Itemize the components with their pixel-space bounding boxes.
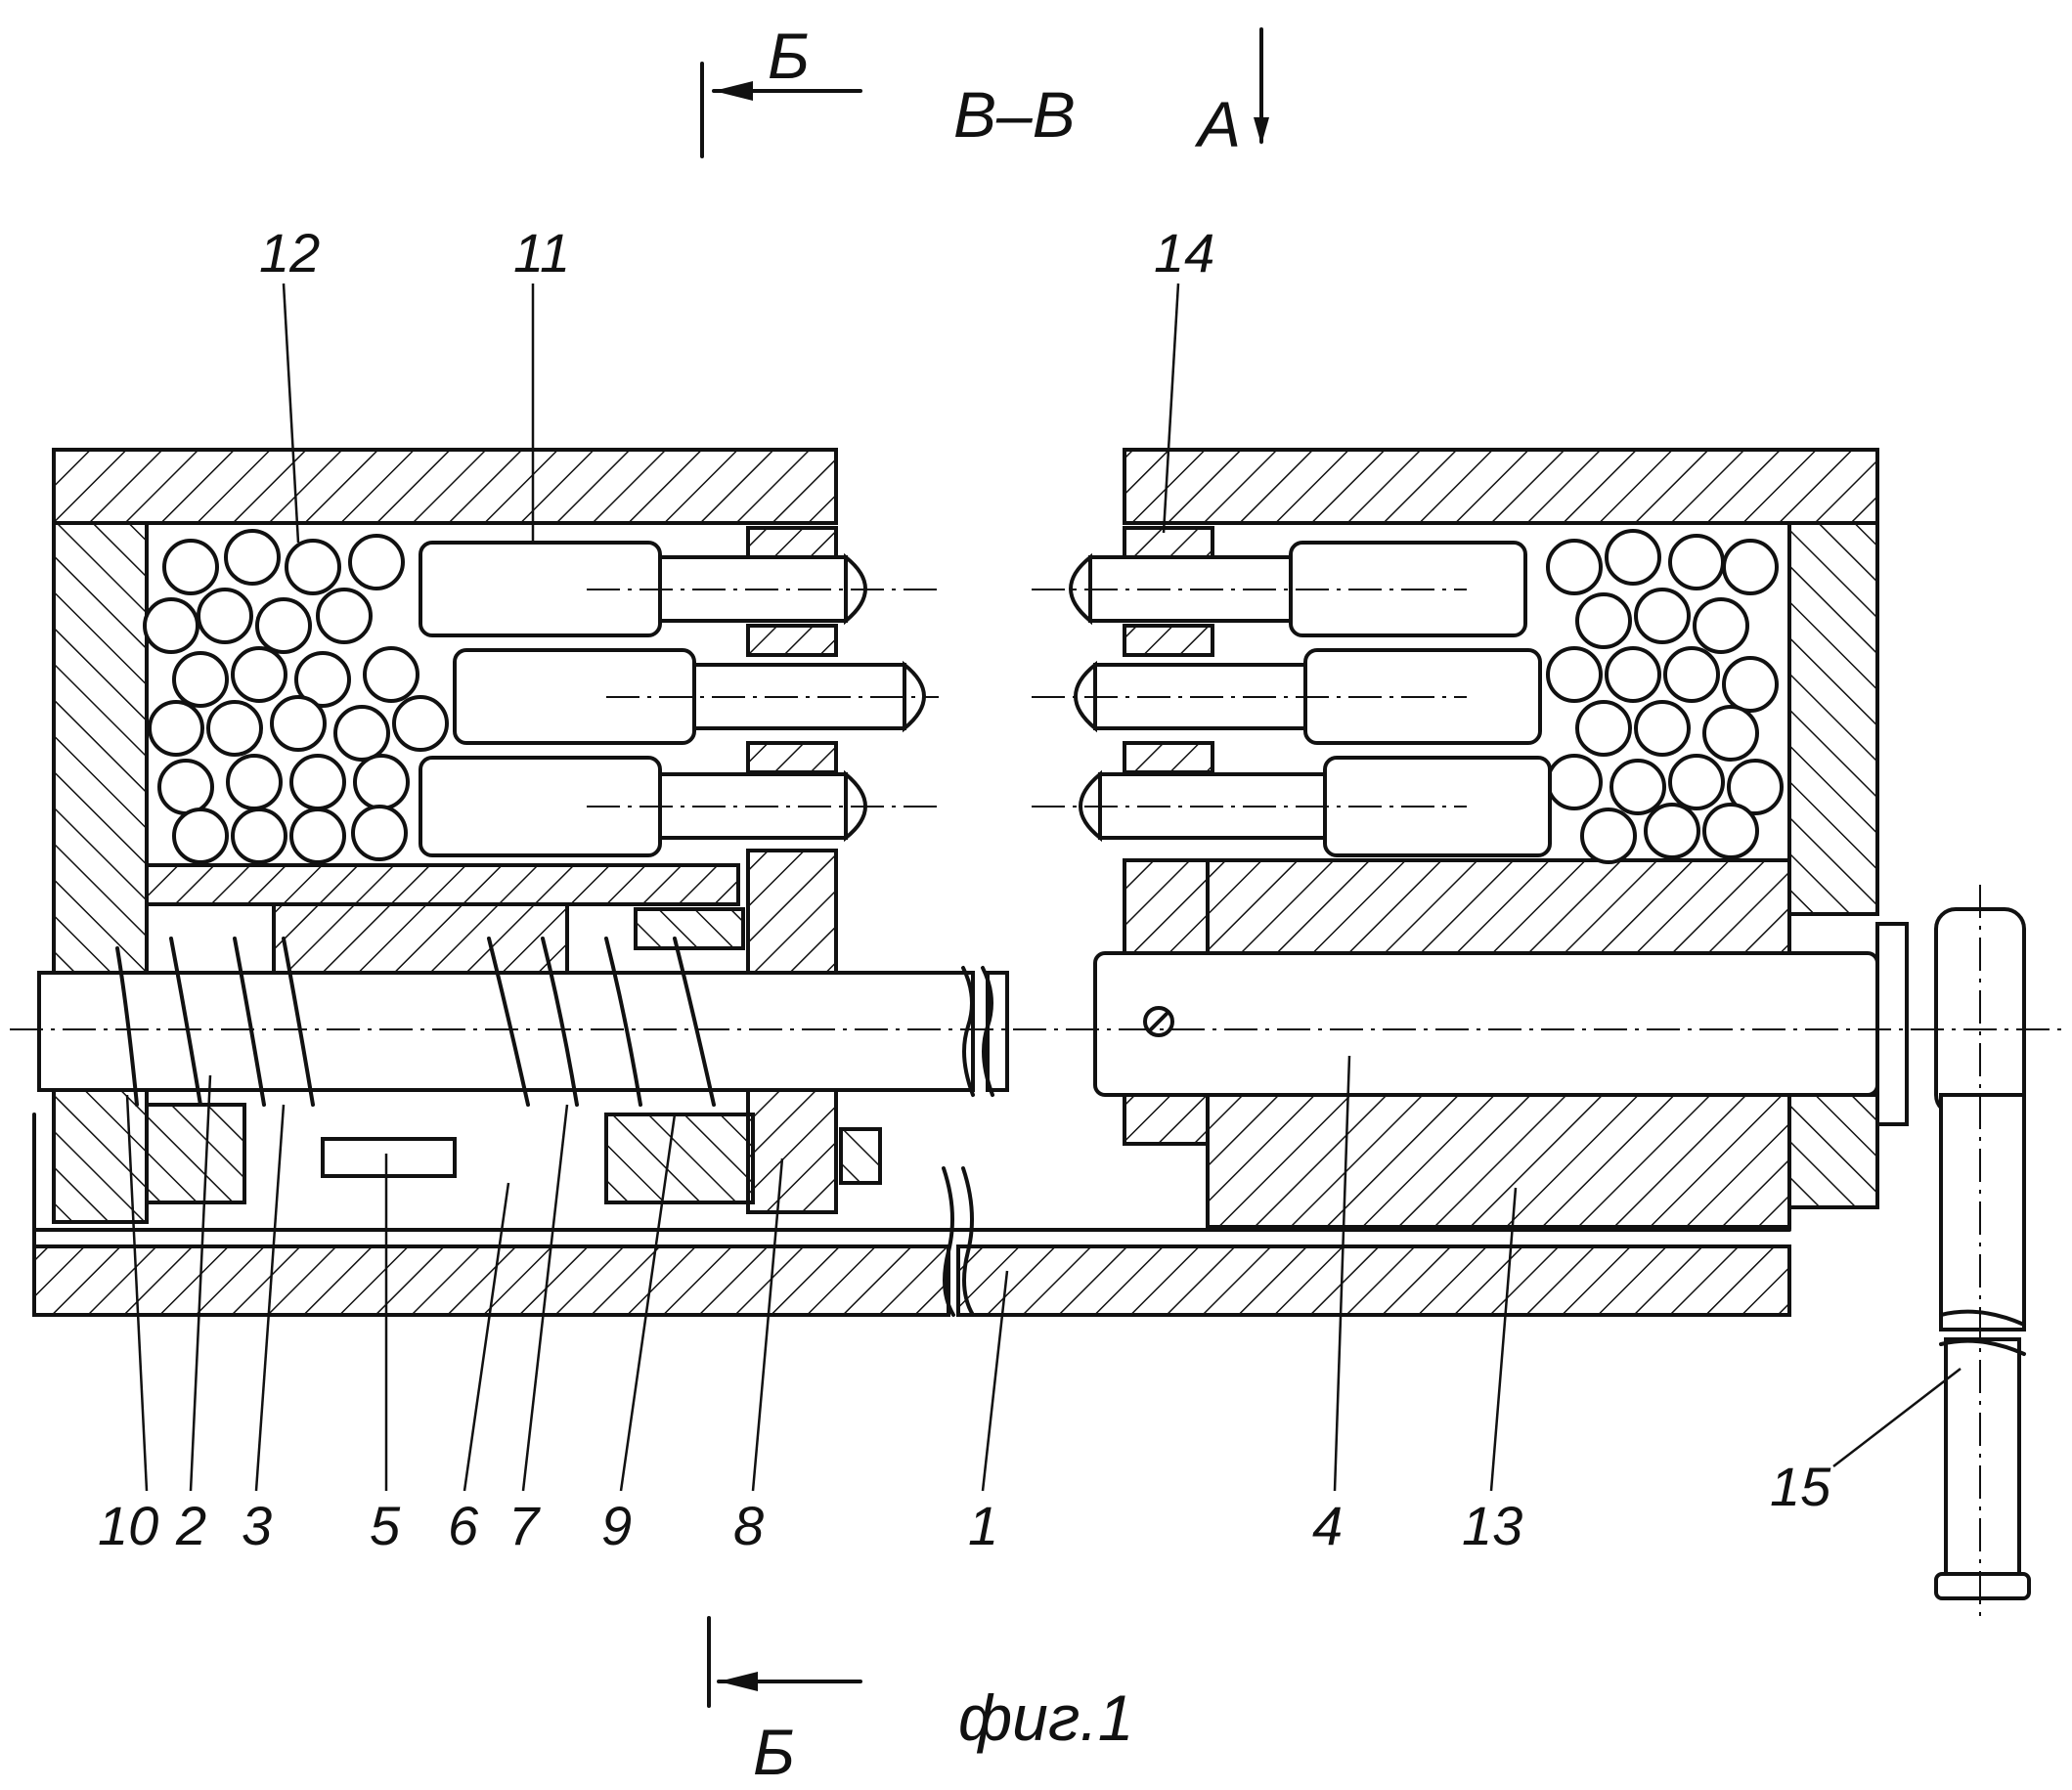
part-label-2: 2	[175, 1495, 206, 1556]
part-label-12: 12	[259, 222, 320, 284]
part-label-14: 14	[1154, 222, 1214, 284]
figure-caption: фиг.1	[958, 1681, 1133, 1754]
section-title: В–В	[953, 78, 1076, 151]
balls-right	[1548, 531, 1782, 862]
part-label-7: 7	[508, 1495, 541, 1556]
part-label-15: 15	[1770, 1456, 1831, 1517]
key-part	[323, 1139, 455, 1176]
handle	[1936, 885, 2029, 1623]
part-label-8: 8	[733, 1495, 764, 1556]
part-label-4: 4	[1312, 1495, 1343, 1556]
section-mark-bottom	[709, 1618, 860, 1706]
part-label-9: 9	[601, 1495, 632, 1556]
section-letter-top: Б	[768, 20, 810, 92]
part-label-11: 11	[513, 222, 570, 284]
part-label-1: 1	[968, 1495, 998, 1556]
section-letter-bottom: Б	[753, 1716, 795, 1788]
part-label-5: 5	[370, 1495, 401, 1556]
part-label-10: 10	[98, 1495, 158, 1556]
view-letter: А	[1194, 88, 1241, 160]
part-label-6: 6	[448, 1495, 479, 1556]
balls-left	[145, 531, 447, 862]
part-label-13: 13	[1462, 1495, 1522, 1556]
part-label-3: 3	[242, 1495, 272, 1556]
